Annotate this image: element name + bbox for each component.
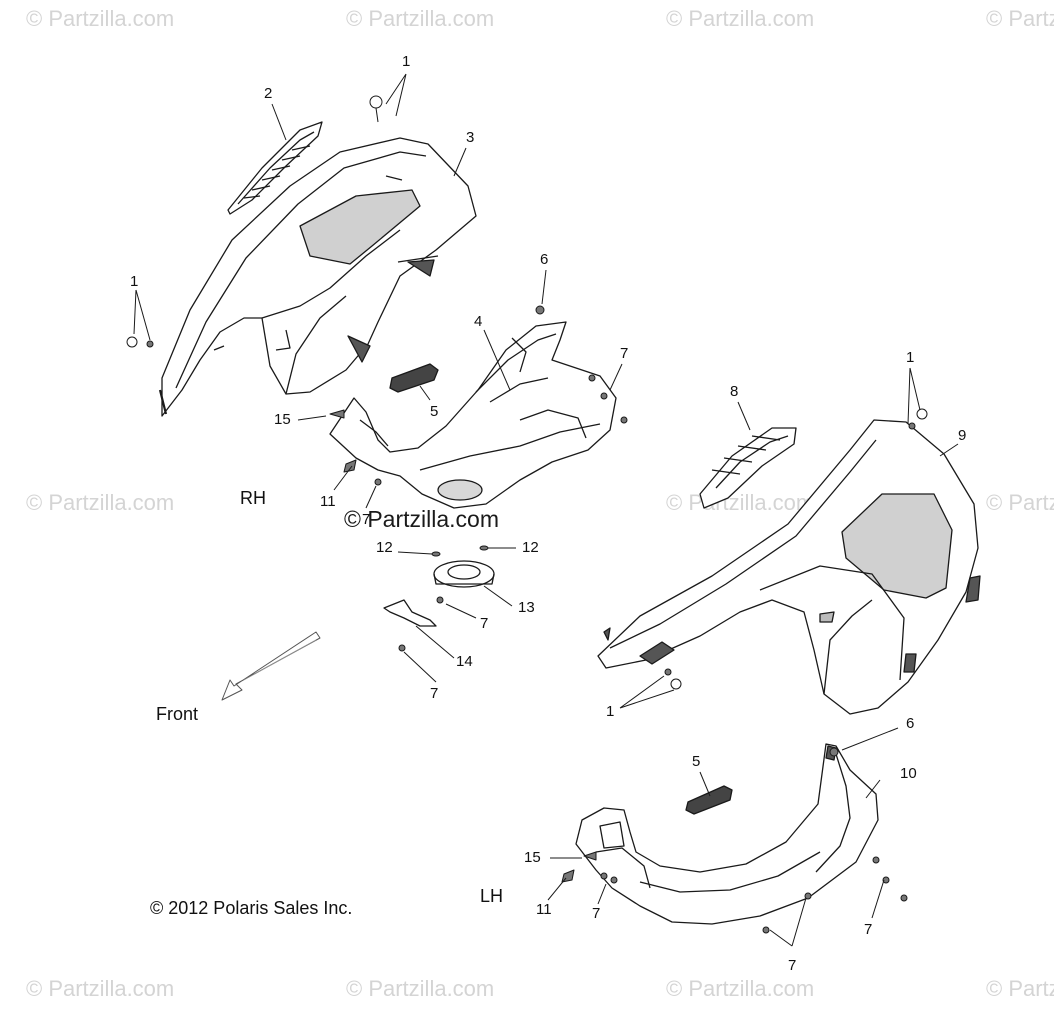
center-watermark: © Partzilla.com xyxy=(344,506,499,532)
mounting-bracket xyxy=(383,599,437,627)
callout-label: 13 xyxy=(518,599,535,616)
lh-label: LH xyxy=(480,886,504,906)
callout-label: 7 xyxy=(788,957,797,974)
grab-handle-lh xyxy=(685,785,733,815)
callout-label: 7 xyxy=(362,511,371,528)
callout-label: 1 xyxy=(130,273,139,290)
leader-lines xyxy=(133,73,959,947)
callout-label: 12 xyxy=(376,539,393,556)
watermark: © Partzilla.com xyxy=(26,976,175,1001)
callout-label: 11 xyxy=(320,493,336,510)
rh-lower-panel xyxy=(329,321,617,509)
callout-label: 14 xyxy=(456,653,473,670)
watermark: © Partzilla.com xyxy=(666,490,815,515)
callout-label: 15 xyxy=(274,411,291,428)
callout-label: 5 xyxy=(430,403,439,420)
watermark: © Partzilla.com xyxy=(666,6,815,31)
callout-label: 1 xyxy=(402,53,411,70)
callout-label: 7 xyxy=(620,345,629,362)
callout-label: 8 xyxy=(730,383,739,400)
callout-label: 15 xyxy=(524,849,541,866)
callout-label: 3 xyxy=(466,129,475,146)
watermark: © Partzilla.com xyxy=(26,490,175,515)
watermark: © Partzilla.com xyxy=(986,490,1054,515)
front-arrow xyxy=(221,631,321,701)
front-label: Front xyxy=(156,704,199,724)
callout-label: 2 xyxy=(264,85,273,102)
vent-grille-rh xyxy=(227,121,323,215)
watermark: © Partzilla.com xyxy=(666,976,815,1001)
callout-label: 11 xyxy=(536,901,552,918)
callout-label: 4 xyxy=(474,313,483,330)
callout-label: 6 xyxy=(540,251,549,268)
lh-lower-panel xyxy=(575,743,879,925)
lh-upper-side-panel xyxy=(597,419,981,715)
callout-label: 9 xyxy=(958,427,967,444)
callout-label: 1 xyxy=(906,349,915,366)
speaker-spacer xyxy=(433,560,495,588)
callout-label: 7 xyxy=(864,921,873,938)
copyright-notice: © 2012 Polaris Sales Inc. xyxy=(150,898,353,918)
callout-label: 7 xyxy=(480,615,489,632)
watermark: © Partzilla.com xyxy=(986,6,1054,31)
rh-upper-side-panel xyxy=(158,137,477,417)
vent-grille-lh xyxy=(699,427,797,509)
watermark: © Partzilla.com xyxy=(986,976,1054,1001)
fasteners xyxy=(126,95,928,934)
callout-label: 1 xyxy=(606,703,615,720)
callout-label: 5 xyxy=(692,753,701,770)
rh-label: RH xyxy=(240,488,266,508)
callout-label: 12 xyxy=(522,539,539,556)
callout-label: 7 xyxy=(592,905,601,922)
watermark: © Partzilla.com xyxy=(346,976,495,1001)
callout-label: 6 xyxy=(906,715,915,732)
callout-label: 7 xyxy=(430,685,439,702)
callout-label: 10 xyxy=(900,765,917,782)
watermark: © Partzilla.com xyxy=(346,6,495,31)
watermark: © Partzilla.com xyxy=(26,6,175,31)
grab-handle-rh xyxy=(389,363,439,393)
